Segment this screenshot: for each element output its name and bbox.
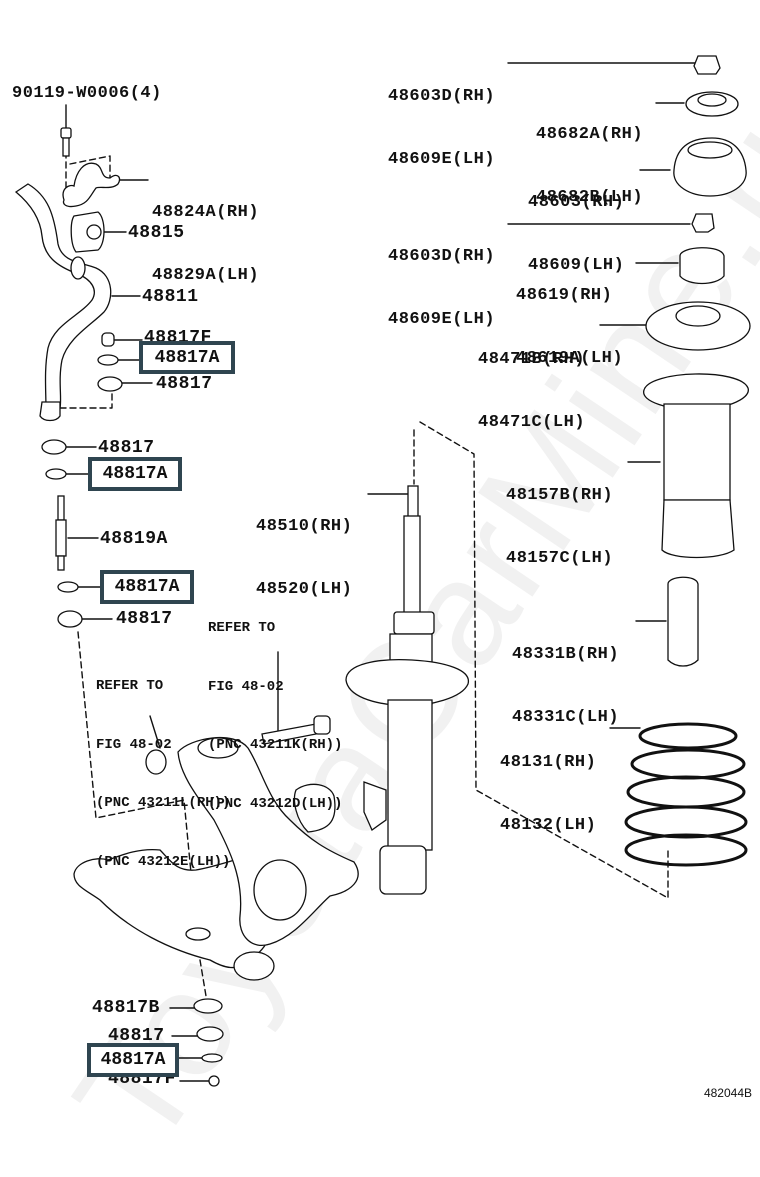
label-bump-stop-rh[interactable]: 48331B(RH)	[512, 645, 620, 664]
label-bump-stop-lh[interactable]: 48331C(LH)	[512, 708, 620, 727]
label-bearing-lh[interactable]: 48682B(LH)	[536, 188, 644, 207]
label-shock-rh[interactable]: 48510(RH)	[256, 517, 353, 536]
knuckle-bolt	[261, 715, 331, 745]
note-line: (PNC 43211L(RH))	[96, 795, 231, 811]
label-48817a-bottom-highlighted[interactable]: 48817A	[87, 1043, 179, 1077]
label-48817-upper[interactable]: 48817	[156, 374, 213, 394]
label-bearing[interactable]: 48682A(RH) 48682B(LH)	[536, 82, 643, 229]
label-bearing-rh[interactable]: 48682A(RH)	[536, 125, 644, 144]
label-48817-bottom[interactable]: 48817	[108, 1026, 165, 1046]
label-shock[interactable]: 48510(RH) 48520(LH)	[256, 474, 352, 621]
label-bushing[interactable]: 48815	[128, 223, 185, 243]
note-line: FIG 48-02	[208, 678, 284, 695]
parts-diagram	[14, 55, 751, 1087]
label-top-nut-rh[interactable]: 48603D(RH)	[388, 87, 496, 106]
label-48817-low[interactable]: 48817	[116, 609, 173, 629]
label-link[interactable]: 48819A	[100, 529, 168, 549]
label-48817b-bottom[interactable]: 48817B	[92, 998, 160, 1018]
nut-part	[145, 749, 167, 775]
top-nut-part	[693, 55, 721, 75]
leader-lines	[63, 62, 705, 1082]
bump-stop-part	[667, 576, 699, 667]
label-upper-support-lh[interactable]: 48609(LH)	[528, 256, 625, 275]
label-shock-lh[interactable]: 48520(LH)	[256, 580, 353, 599]
label-boot-lh[interactable]: 48157C(LH)	[506, 549, 614, 568]
label-nut-2-rh[interactable]: 48603D(RH)	[388, 247, 496, 266]
note-line: REFER TO	[96, 678, 164, 694]
label-spring-seat-rh[interactable]: 48471B(RH)	[478, 350, 586, 369]
stabilizer-link	[55, 495, 67, 571]
note-line: FIG 48-02	[96, 736, 172, 753]
label-bump-stop[interactable]: 48331B(RH) 48331C(LH)	[512, 602, 619, 749]
label-48817a-low-highlighted[interactable]: 48817A	[100, 570, 194, 604]
bolt-90119	[60, 127, 72, 157]
label-insulator-lh[interactable]: 48619A(LH)	[516, 349, 624, 368]
note-line: (PNC 43211K(RH))	[208, 737, 343, 753]
label-nut-2-lh[interactable]: 48609E(LH)	[388, 310, 496, 329]
parts	[14, 55, 751, 1087]
label-48817a-upper-highlighted[interactable]: 48817A	[139, 341, 235, 374]
figure-id: 482044B	[703, 1086, 752, 1100]
label-spring-seat-lh[interactable]: 48471C(LH)	[478, 413, 586, 432]
assembly-dashes	[49, 131, 669, 997]
label-top-nut[interactable]: 48603D(RH) 48609E(LH)	[388, 44, 495, 191]
label-bolt[interactable]: 90119-W0006(4)	[12, 84, 162, 103]
insulator-part	[679, 247, 725, 285]
label-insulator[interactable]: 48619(RH) 48619A(LH)	[516, 243, 623, 390]
label-coil-spring-rh[interactable]: 48131(RH)	[500, 753, 597, 772]
note-line: (PNC 43212D(LH))	[208, 795, 343, 812]
label-stabilizer-bar[interactable]: 48811	[142, 287, 199, 307]
label-upper-support[interactable]: 48603(RH) 48609(LH)	[528, 150, 624, 297]
bracket-part	[62, 162, 121, 208]
label-48817-mid[interactable]: 48817	[98, 438, 155, 458]
label-48817a-mid-highlighted[interactable]: 48817A	[88, 457, 182, 491]
label-insulator-rh[interactable]: 48619(RH)	[516, 286, 613, 305]
label-nut-2[interactable]: 48603D(RH) 48609E(LH)	[388, 204, 495, 351]
note-line: (PNC 43212E(LH))	[96, 853, 231, 870]
label-boot-rh[interactable]: 48157B(RH)	[506, 486, 614, 505]
label-spring-seat[interactable]: 48471B(RH) 48471C(LH)	[478, 307, 585, 454]
strut-assembly	[345, 485, 469, 895]
label-bracket-lh[interactable]: 48829A(LH)	[152, 266, 260, 285]
note-nut-ref[interactable]: REFER TO FIG 48-02 (PNC 43211L(RH)) (PNC…	[96, 638, 230, 892]
label-coil-spring[interactable]: 48131(RH) 48132(LH)	[500, 710, 596, 857]
label-boot[interactable]: 48157B(RH) 48157C(LH)	[506, 443, 613, 590]
label-coil-spring-lh[interactable]: 48132(LH)	[500, 816, 597, 835]
coil-spring-part	[624, 722, 748, 867]
label-top-nut-lh[interactable]: 48609E(LH)	[388, 150, 496, 169]
label-bracket[interactable]: 48824A(RH) 48829A(LH)	[152, 160, 259, 307]
label-upper-support-rh[interactable]: 48603(RH)	[528, 193, 625, 212]
label-bracket-rh[interactable]: 48824A(RH)	[152, 203, 260, 222]
note-knuckle-ref[interactable]: REFER TO FIG 48-02 (PNC 43211K(RH)) (PNC…	[208, 580, 342, 834]
note-line: REFER TO	[208, 620, 276, 636]
boot-part	[643, 373, 749, 559]
steering-knuckle	[177, 736, 359, 946]
